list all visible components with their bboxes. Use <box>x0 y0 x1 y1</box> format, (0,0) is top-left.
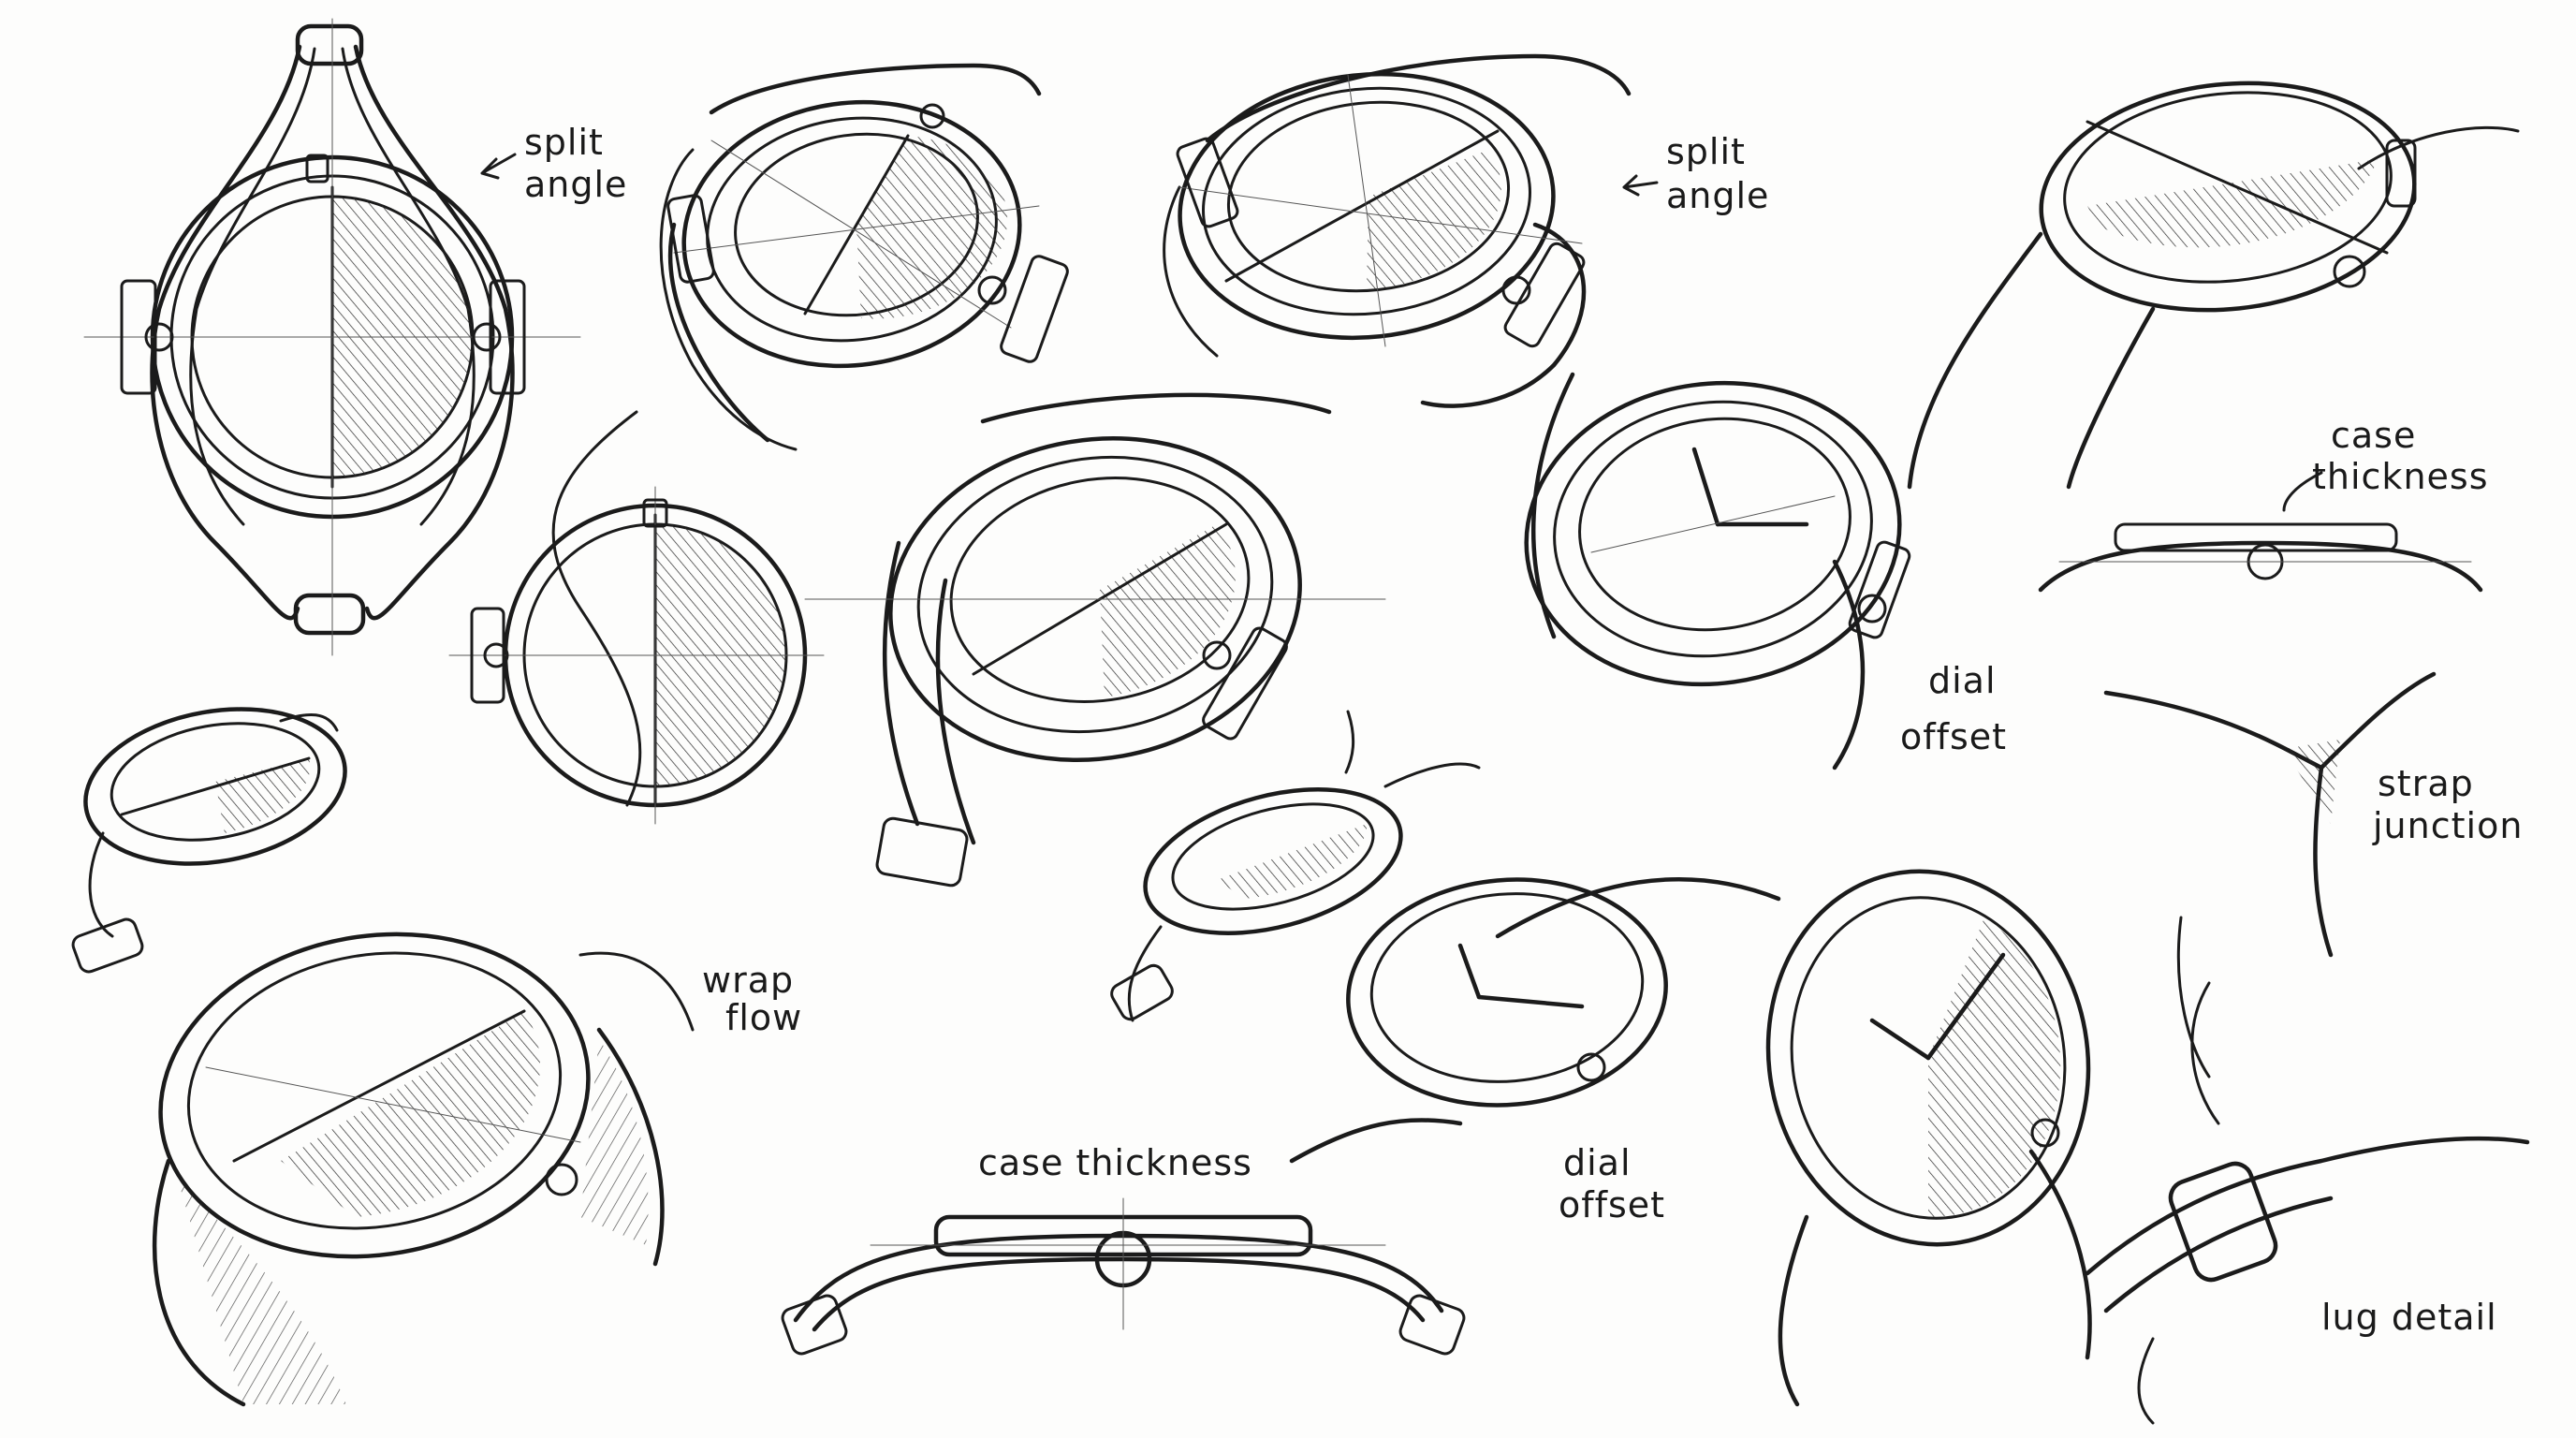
watch-sketch-tilted <box>1110 762 1481 1022</box>
watch-sketch-hands <box>1524 372 1911 770</box>
label-lug-detail: lug detail <box>2321 1297 2497 1338</box>
label-strap-junction-b: junction <box>2372 805 2523 846</box>
watch-sketch-profile <box>781 1197 1466 1356</box>
label-dial-offset-1b: offset <box>1900 716 2007 757</box>
annotation-arrows <box>480 153 2323 1125</box>
watch-sketch-small <box>71 707 347 974</box>
label-dial-offset-2: dial <box>1563 1142 1632 1183</box>
label-strap-junction: strap <box>2378 763 2474 804</box>
label-split-angle-2: split <box>1666 131 1746 172</box>
watch-sketch-wrap <box>152 932 695 1407</box>
label-dial-offset-1: dial <box>1928 660 1997 701</box>
watch-sketch-profile-small <box>2038 522 2483 593</box>
watch-sketch-side-split <box>448 410 825 825</box>
watch-sketch-strap <box>1289 876 1781 1164</box>
label-wrap-flow: wrap <box>702 960 794 1001</box>
watch-sketch-junction <box>2103 671 2437 1078</box>
label-split-angle-1b: angle <box>524 164 627 205</box>
label-dial-offset-2b: offset <box>1559 1184 1665 1225</box>
watch-sketch-center-large <box>804 392 1386 888</box>
watch-sketch-perspective-2 <box>1163 53 1632 408</box>
label-split-angle-1: split <box>524 122 604 163</box>
label-case-thickness-2: case thickness <box>978 1142 1252 1183</box>
annotations: split angle split angle case thickness d… <box>524 122 2523 1338</box>
watch-sketch-front-split <box>83 18 581 656</box>
watch-sketch-lug <box>2085 1136 2530 1425</box>
label-case-thickness-1: case <box>2331 415 2416 456</box>
watch-sketch-perspective-3 <box>1907 81 2520 490</box>
watch-sketch-bottom-right <box>1765 869 2092 1407</box>
watch-sketch-perspective-1 <box>659 63 1069 451</box>
label-wrap-flow-b: flow <box>725 997 802 1038</box>
label-case-thickness-1b: thickness <box>2312 456 2489 497</box>
label-split-angle-2b: angle <box>1666 175 1769 216</box>
